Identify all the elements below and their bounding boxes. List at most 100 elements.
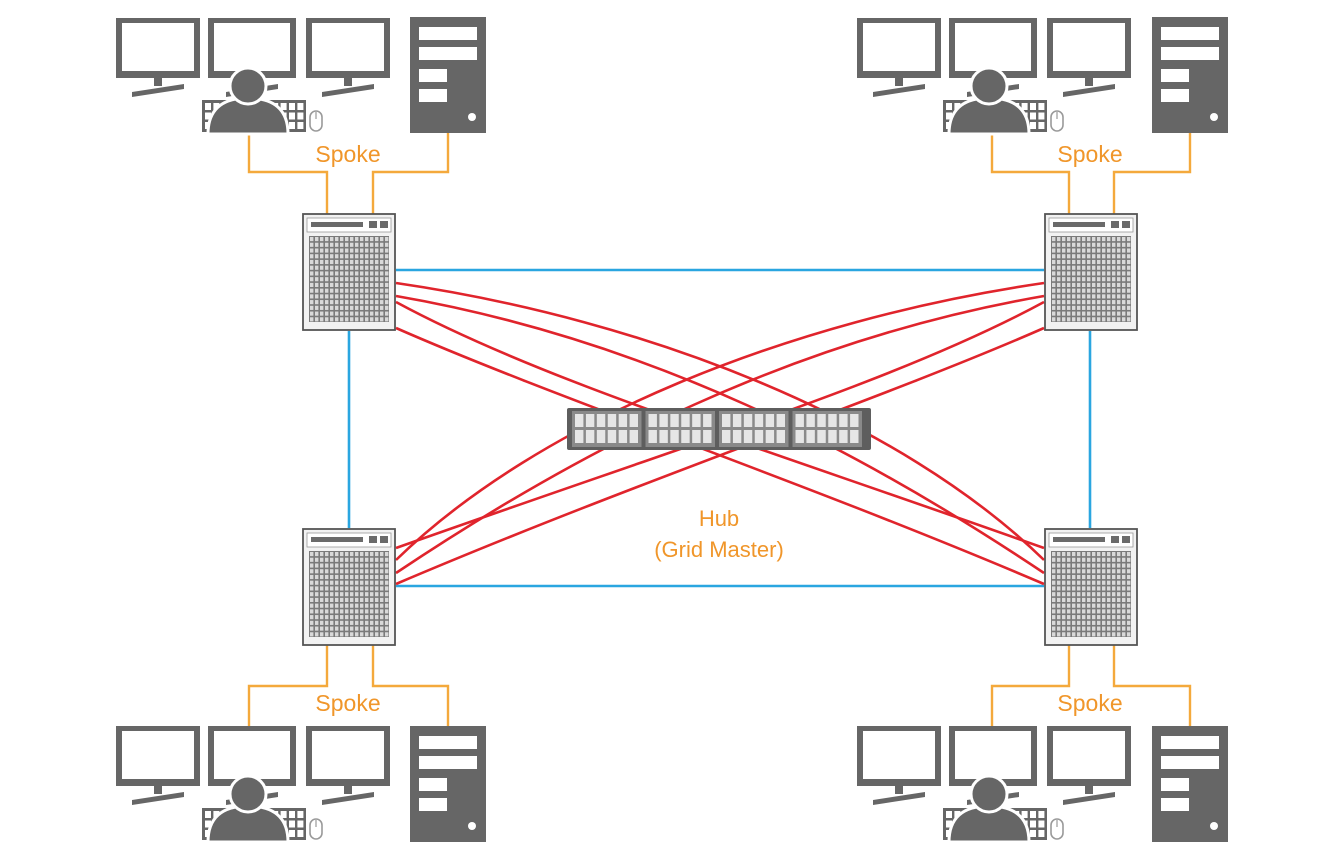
switch-port (350, 294, 354, 299)
switch-port (340, 597, 344, 602)
switch-port (350, 277, 354, 282)
switch-port (1092, 288, 1096, 293)
switch-port (1077, 557, 1081, 562)
monitor-screen (955, 23, 1031, 71)
switch-port (310, 311, 314, 316)
switch-port (1107, 237, 1111, 242)
spoke-link-tower (1112, 643, 1192, 726)
switch-port (1077, 620, 1081, 625)
switch-port (340, 632, 344, 637)
switch-port (340, 620, 344, 625)
switch-port (380, 580, 384, 585)
switch-port (375, 300, 379, 305)
switch-port (385, 552, 389, 557)
switch-port (1072, 609, 1076, 614)
switch-port (1087, 317, 1091, 322)
switch-port (360, 569, 364, 574)
switch-port (360, 574, 364, 580)
monitor-neck (1085, 786, 1093, 794)
switch-port (1062, 254, 1066, 259)
switch-port (320, 294, 324, 299)
switch-port (1102, 597, 1106, 602)
switch-port (340, 305, 344, 310)
switch-port (360, 580, 364, 585)
switch-port (1082, 552, 1086, 557)
switch-logo-mark (1122, 221, 1130, 228)
switch-port (1112, 282, 1116, 287)
switch-port (1057, 615, 1061, 620)
switch-port (345, 557, 349, 562)
switch-port (380, 265, 384, 270)
pc-tower-icon (1152, 17, 1228, 133)
switch-port (310, 569, 314, 574)
hub-port (629, 430, 638, 443)
switch-port (360, 311, 364, 316)
switch-port (340, 271, 344, 276)
switch-port (1062, 277, 1066, 282)
monitor-icon (1047, 726, 1131, 805)
switch-port (1082, 288, 1086, 293)
switch-port (1097, 282, 1101, 287)
switch-port (1067, 586, 1071, 591)
switch-port (350, 557, 354, 562)
switch-port (375, 552, 379, 557)
switch-port (335, 237, 339, 242)
switch-port (370, 603, 374, 608)
tower-bay-4 (1161, 89, 1189, 102)
switch-port (345, 626, 349, 631)
switch-port (1107, 615, 1111, 620)
hub-port (765, 430, 775, 443)
switch-port (1122, 248, 1126, 253)
hub-port (850, 430, 859, 443)
switch-port (1112, 271, 1116, 276)
switch-port (1072, 248, 1076, 253)
switch-port (350, 237, 354, 242)
switch-port (1087, 311, 1091, 316)
switch-port (310, 282, 314, 287)
switch-port (320, 254, 324, 259)
switch-port (1107, 294, 1111, 299)
switch-port (360, 294, 364, 299)
switch-port (1082, 574, 1086, 580)
switch-port (355, 300, 359, 305)
switch-port (370, 248, 374, 253)
switch-port (370, 282, 374, 287)
switch-brand-mark (311, 537, 363, 542)
switch-port (380, 626, 384, 631)
switch-port (335, 615, 339, 620)
keyboard-key (1030, 820, 1036, 828)
switch-port (340, 580, 344, 585)
switch-port (1107, 248, 1111, 253)
switch-port (1072, 265, 1076, 270)
switch-port (1127, 237, 1131, 242)
switch-port (1072, 557, 1076, 562)
hub-port (732, 414, 742, 427)
switch-port (350, 552, 354, 557)
pc-tower-icon (1152, 726, 1228, 842)
switch-port (335, 254, 339, 259)
switch-port (310, 563, 314, 568)
switch-port (1092, 277, 1096, 282)
hub-port (681, 414, 690, 427)
switch-port (375, 603, 379, 608)
switch-port (330, 317, 334, 322)
switch-port (330, 282, 334, 287)
switch-port (310, 271, 314, 276)
switch-port (1072, 300, 1076, 305)
switch-port (360, 242, 364, 247)
switch-port (1082, 305, 1086, 310)
switch-port (1067, 242, 1071, 247)
switch-port (1112, 626, 1116, 631)
switch-port (1097, 254, 1101, 259)
switch-port (375, 620, 379, 625)
switch-port (1122, 305, 1126, 310)
hub-port (681, 430, 690, 443)
switch-port (380, 288, 384, 293)
switch-port (375, 574, 379, 580)
switch-port (360, 317, 364, 322)
switch-port (345, 609, 349, 614)
switch-port (1097, 603, 1101, 608)
switch-port (310, 294, 314, 299)
hub-port (607, 430, 617, 443)
switch-port (1102, 586, 1106, 591)
